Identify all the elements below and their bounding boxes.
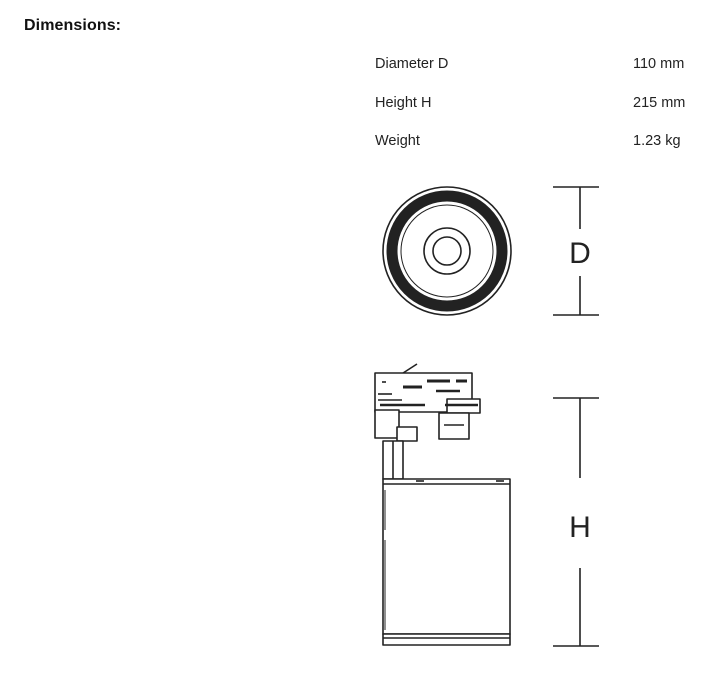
top-view-lens-outer (423, 227, 471, 275)
adapter-clamp (396, 426, 418, 442)
spec-label: Height H (375, 94, 432, 111)
dim-h-letter: H (569, 511, 591, 544)
adapter-lower-block (374, 409, 400, 439)
spec-table: Diameter D 110 mm Height H 215 mm Weight… (375, 56, 695, 172)
top-view-inner-face (400, 204, 494, 298)
spec-row-diameter: Diameter D 110 mm (375, 56, 695, 95)
spec-label: Weight (375, 133, 420, 149)
top-view (382, 186, 512, 316)
height-dimension (553, 397, 599, 647)
adapter-knob (438, 412, 470, 440)
spotlight-body (382, 478, 511, 635)
spec-value: 1.23 kg (633, 133, 681, 149)
top-view-thick-ring (386, 190, 508, 312)
dimensions-heading: Dimensions: (24, 17, 122, 34)
side-view (374, 363, 511, 646)
spec-label: Diameter D (375, 56, 449, 72)
diameter-dimension (553, 186, 599, 316)
top-view-outer-rim (382, 186, 512, 316)
spec-row-weight: Weight 1.23 kg (375, 133, 695, 172)
spec-row-height: Height H 215 mm (375, 95, 695, 134)
spec-value: 215 mm (633, 94, 686, 111)
dim-d-letter: D (569, 237, 591, 270)
spotlight-bezel (382, 633, 511, 646)
spec-value: 110 mm (633, 56, 685, 72)
top-view-lens-inner (432, 236, 462, 266)
